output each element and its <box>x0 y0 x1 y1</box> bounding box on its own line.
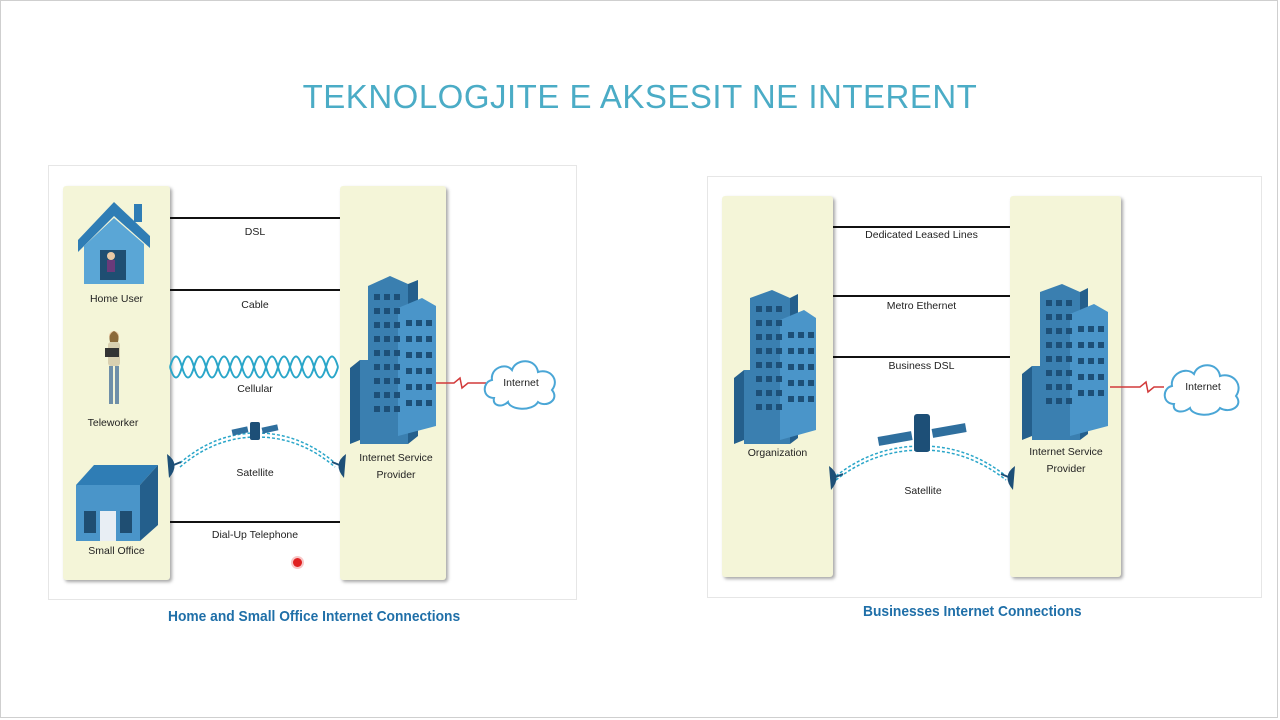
home-office-caption: Home and Small Office Internet Connectio… <box>168 608 461 625</box>
cellular-label: Cellular <box>237 383 273 395</box>
metro-label: Metro Ethernet <box>886 300 957 312</box>
satellite-label: Satellite <box>904 485 942 497</box>
internet-label: Internet <box>503 377 539 389</box>
organization-building-icon <box>734 290 816 444</box>
satellite-label: Satellite <box>236 467 274 479</box>
leased-line <box>833 226 1010 228</box>
organization-label: Organization <box>747 447 808 459</box>
satellite-icon <box>231 422 279 440</box>
satellite-link <box>835 445 1007 481</box>
isp-label: Internet Service Provider <box>1029 446 1103 475</box>
cable-label: Cable <box>241 299 269 311</box>
teleworker-label: Teleworker <box>87 417 139 429</box>
serial-link <box>1110 380 1164 394</box>
business-dsl-line <box>833 356 1010 358</box>
serial-link <box>436 376 486 390</box>
slide-title: TEKNOLOGJITE E AKSESIT NE INTERENT <box>302 78 978 115</box>
internet-label: Internet <box>1185 381 1221 393</box>
small-office-label: Small Office <box>88 545 145 557</box>
metro-line <box>833 295 1010 297</box>
business-caption: Businesses Internet Connections <box>863 603 1082 620</box>
dsl-line <box>170 217 340 219</box>
dialup-label: Dial-Up Telephone <box>211 529 299 541</box>
dish-icon <box>167 454 182 478</box>
small-office-icon <box>76 465 158 541</box>
cellular-wave <box>169 355 339 379</box>
leased-label: Dedicated Leased Lines <box>865 229 978 241</box>
home-icon <box>78 202 150 284</box>
isp-label: Internet Service Provider <box>359 452 433 481</box>
satellite-link <box>179 432 336 468</box>
isp-building-icon <box>350 276 436 444</box>
internet-cloud-icon <box>483 360 556 410</box>
dialup-line <box>170 521 340 523</box>
dish-icon <box>331 454 346 478</box>
teleworker-icon <box>105 331 120 404</box>
home-user-label: Home User <box>89 293 144 305</box>
dish-icon <box>829 466 844 490</box>
satellite-icon <box>877 414 967 452</box>
cable-line <box>170 289 340 291</box>
business-dsl-label: Business DSL <box>888 360 955 372</box>
dish-icon <box>1000 466 1015 490</box>
pointer-cursor <box>293 558 302 567</box>
dsl-label: DSL <box>244 226 266 238</box>
isp-building-icon <box>1022 284 1108 440</box>
internet-cloud-icon <box>1163 364 1240 416</box>
